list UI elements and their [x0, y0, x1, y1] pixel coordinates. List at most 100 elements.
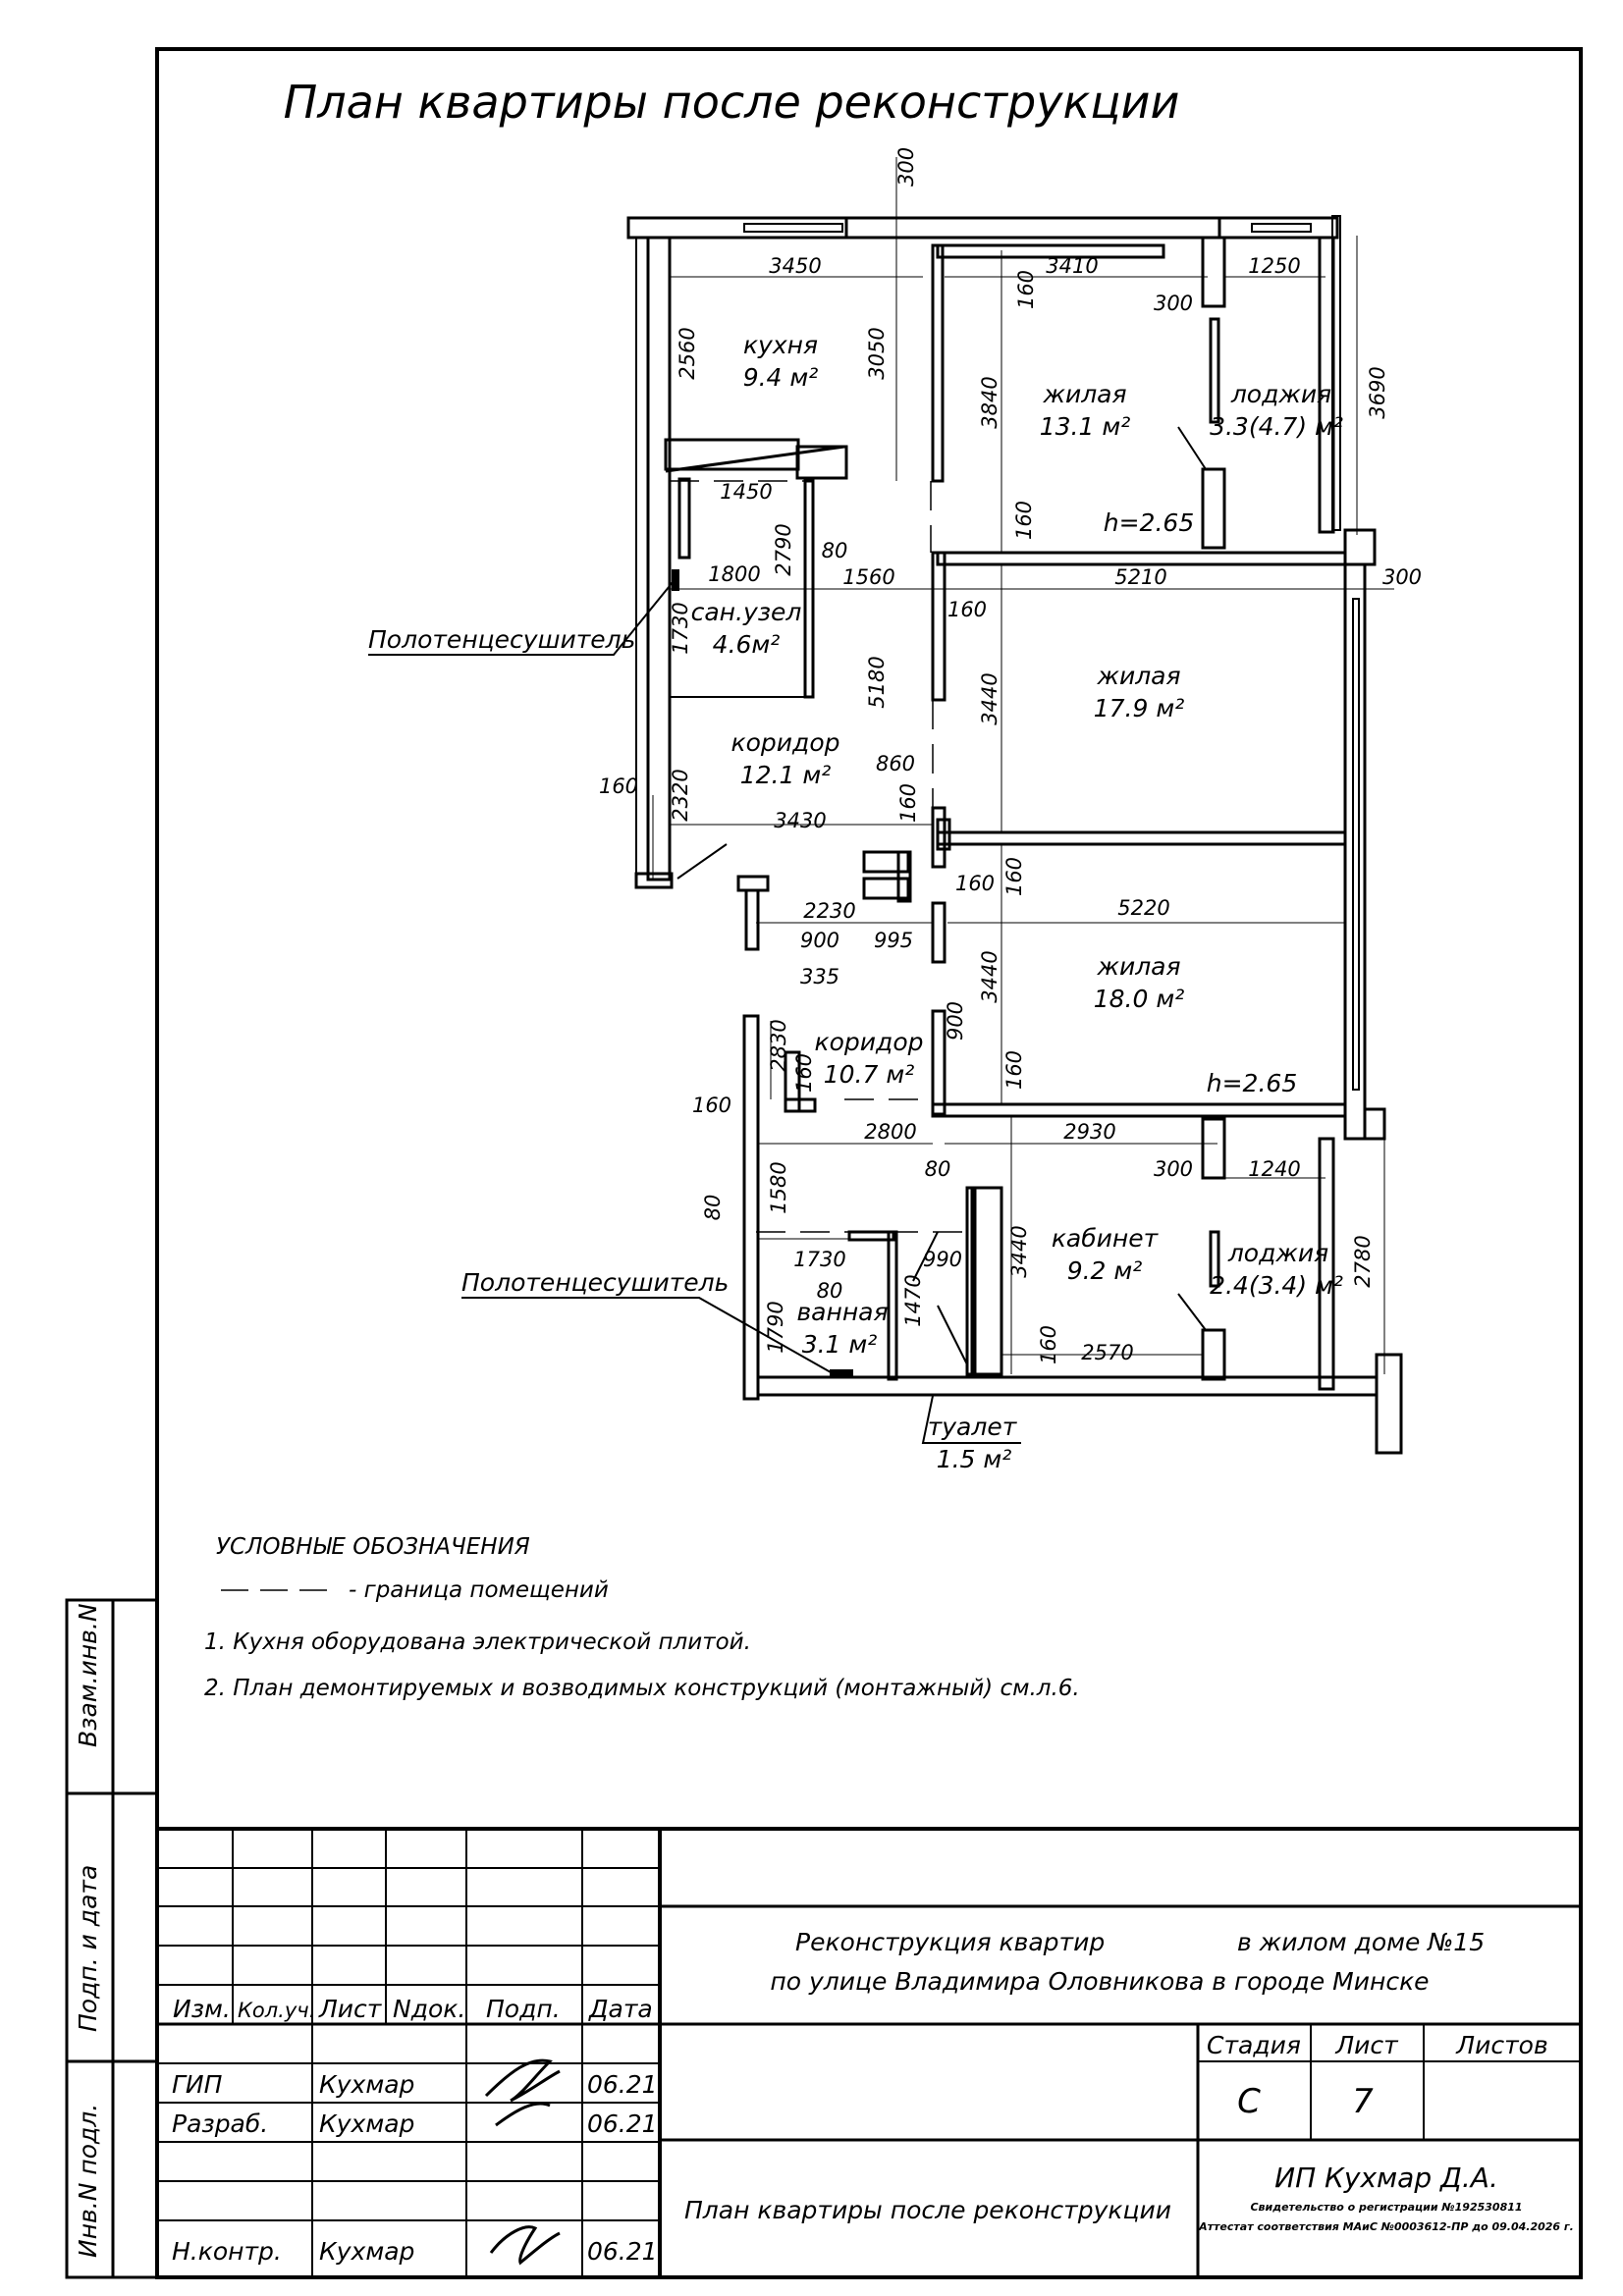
sheet-frame: [155, 47, 1583, 2279]
towel-heater-2: [830, 1369, 853, 1377]
room-study-area: 9.2 м²: [1067, 1256, 1143, 1285]
tb-cert1: Свидетельство о регистрации №192530811: [1250, 2201, 1522, 2214]
room-labels: кухня 9.4 м² жилая 13.1 м² лоджия 3.3(4.…: [368, 331, 1343, 1473]
dim-label: 2930: [1063, 1120, 1115, 1144]
kitchen-living-partition: [931, 243, 945, 483]
tb-project-line2: по улице Владимира Оловникова в городе М…: [770, 1967, 1429, 1996]
dim-label: 2570: [1081, 1341, 1133, 1364]
dim-label: 1250: [1248, 254, 1300, 278]
dim-label: 2830: [767, 1019, 790, 1071]
tb-name-nkontr: Кухмар: [319, 2237, 414, 2266]
dim-label: 160: [1012, 501, 1036, 540]
room-living2-name: жилая: [1096, 662, 1180, 690]
living3-study-wall: [931, 1102, 1347, 1118]
dim-label: 160: [1014, 270, 1038, 309]
stamp-inv: Инв.N подл.: [74, 2104, 102, 2258]
title-block-grid: [157, 1827, 1581, 2277]
tb-header-koluch: Кол.уч.: [238, 1999, 315, 2022]
right-facade-wall: [1343, 562, 1367, 1141]
dimension-lines: [652, 157, 1394, 1374]
dim-label: 1730: [669, 602, 692, 654]
dim-label: 5180: [865, 656, 889, 708]
note-2: 2. План демонтируемых и возводимых конст…: [204, 1676, 1080, 1701]
room-loggia1-name: лоджия: [1230, 380, 1331, 408]
dim-label: 3050: [865, 327, 889, 379]
dim-label: 160: [955, 872, 995, 895]
walls: [626, 215, 1403, 1455]
bottom-wall: [756, 1375, 1379, 1397]
top-wall-kitchen: [626, 216, 848, 240]
dim-label: 3440: [1007, 1225, 1031, 1277]
tb-sheets-label: Листов: [1455, 2031, 1547, 2059]
height-label-1: h=2.65: [1104, 508, 1194, 537]
tb-header-data: Дата: [588, 1995, 653, 2023]
tb-date-gip: 06.21: [587, 2070, 658, 2099]
stamp-vzam: Взам.инв.N: [74, 1603, 102, 1747]
dim-label: 2560: [676, 327, 699, 379]
dim-label: 300: [1382, 565, 1422, 589]
tb-role-razrab: Разраб.: [172, 2109, 268, 2138]
room-kitchen-area: 9.4 м²: [743, 363, 819, 392]
callout-towel-heater-1: Полотенцесушитель: [368, 625, 635, 654]
top-wall-living1: [844, 216, 1221, 240]
kitchen-window: [743, 223, 843, 233]
lower-left-wall: [742, 1014, 760, 1401]
tb-project-line1b: в жилом доме №15: [1237, 1928, 1485, 1956]
dim-label: 160: [1002, 1050, 1026, 1090]
room-loggia2-area: 2.4(3.4) м²: [1210, 1271, 1343, 1300]
dim-label: 300: [1154, 1157, 1193, 1181]
room-kitchen-name: кухня: [743, 331, 818, 359]
tb-project-line1: Реконструкция квартир: [795, 1928, 1105, 1956]
dim-label: 160: [599, 774, 638, 798]
dim-label: 3440: [978, 672, 1001, 724]
dim-label: 160: [1002, 857, 1026, 896]
dim-label: 160: [947, 598, 987, 621]
left-outer-wall: [646, 236, 672, 881]
room-living1-area: 13.1 м²: [1040, 412, 1131, 441]
room-living3-name: жилая: [1096, 952, 1180, 981]
room-bathroom-area: 3.1 м²: [802, 1330, 878, 1359]
height-label-2: h=2.65: [1207, 1069, 1297, 1097]
dim-label: 2780: [1351, 1235, 1375, 1287]
signatures: [484, 2058, 561, 2266]
room-corridor1-name: коридор: [731, 728, 840, 757]
dim-label: 3410: [1046, 254, 1098, 278]
tb-sheet-title: План квартиры после реконструкции: [684, 2196, 1171, 2224]
dim-label: 160: [896, 783, 920, 823]
room-bathroom-name: ванная: [796, 1298, 888, 1326]
tb-header-list: Лист: [318, 1995, 383, 2023]
dim-label: 3690: [1366, 366, 1389, 418]
top-wall-loggia1: [1217, 216, 1339, 240]
living2-living3-wall: [936, 830, 1347, 846]
tb-cert2: Аттестат соответствия МАиС №0003612-ПР д…: [1198, 2220, 1574, 2233]
tb-name-razrab: Кухмар: [319, 2109, 414, 2138]
legend: УСЛОВНЫЕ ОБОЗНАЧЕНИЯ - граница помещений…: [204, 1534, 1080, 1701]
tb-date-razrab: 06.21: [587, 2109, 658, 2138]
legend-heading: УСЛОВНЫЕ ОБОЗНАЧЕНИЯ: [216, 1534, 530, 1560]
room-bath1-area: 4.6м²: [713, 630, 781, 659]
signature-nkontr: [489, 2225, 561, 2266]
room-living2-area: 17.9 м²: [1094, 694, 1185, 722]
dim-label: 2800: [864, 1120, 916, 1144]
living1-living2-wall: [936, 551, 1347, 566]
dim-label: 3430: [774, 809, 826, 832]
dim-label: 3440: [978, 950, 1001, 1002]
stamp-podp: Подп. и дата: [74, 1865, 102, 2032]
dim-label: 2790: [772, 523, 795, 575]
loggia1-window: [1251, 223, 1312, 233]
note-1: 1. Кухня оборудована электрической плито…: [204, 1629, 751, 1655]
dim-label: 300: [894, 147, 918, 187]
dim-label: 160: [792, 1053, 816, 1093]
tb-stage-value: С: [1237, 2082, 1261, 2121]
room-loggia1-area: 3.3(4.7) м²: [1210, 412, 1343, 441]
door-swings: [676, 426, 1207, 1365]
tb-sheet-label: Лист: [1334, 2031, 1399, 2059]
dim-label: 1560: [842, 565, 894, 589]
tb-stage-label: Стадия: [1207, 2031, 1301, 2059]
legend-line-label: - граница помещений: [349, 1577, 609, 1603]
tb-name-gip: Кухмар: [319, 2070, 414, 2099]
signature-gip: [484, 2058, 561, 2127]
dim-label: 80: [822, 539, 848, 562]
room-boundaries: [670, 480, 967, 1233]
dim-label: 1450: [720, 480, 772, 504]
